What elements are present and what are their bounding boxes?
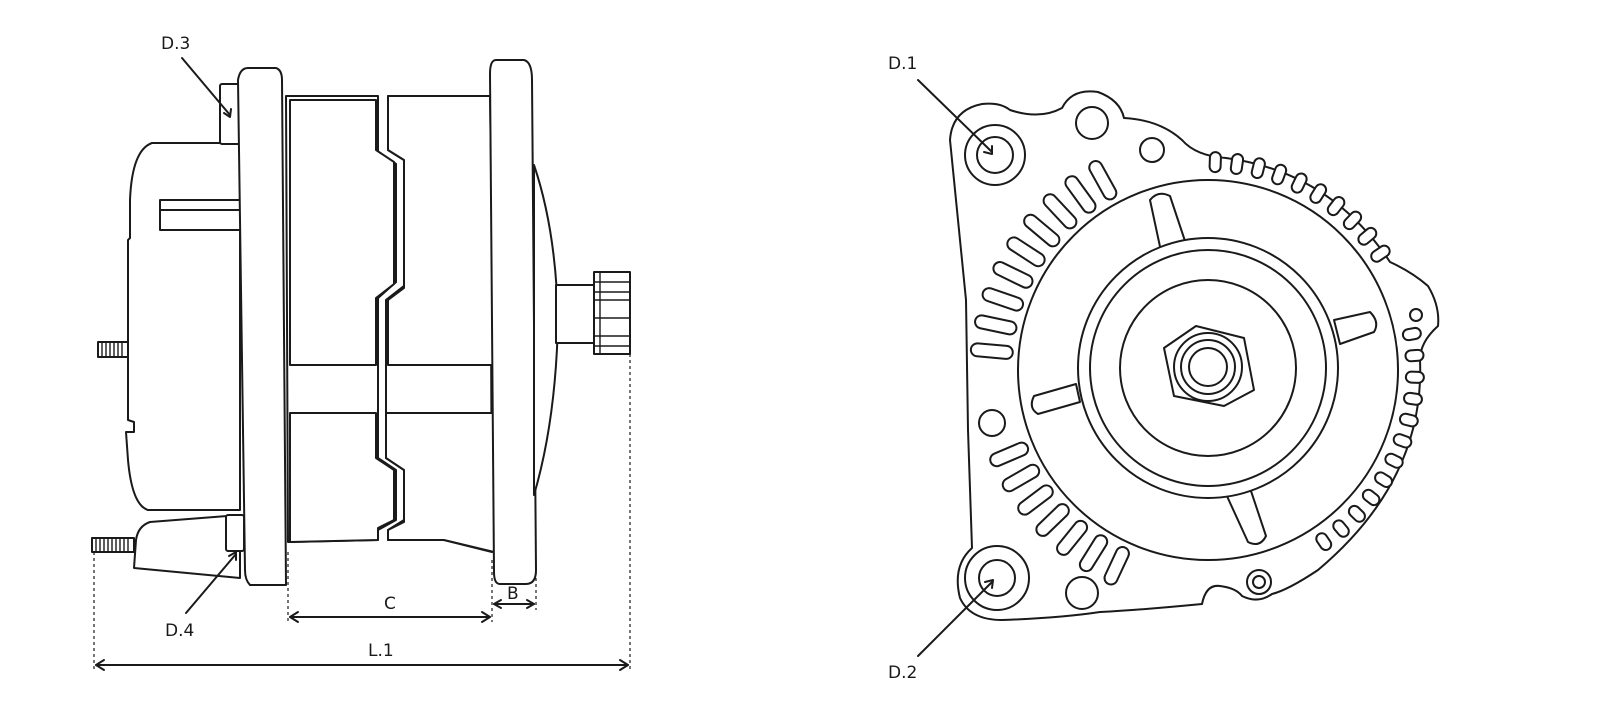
center-web-right — [387, 95, 495, 366]
vent-slot — [992, 261, 1034, 289]
vent-slot — [1404, 348, 1425, 363]
vent-slot — [1384, 452, 1404, 469]
vent-slot — [1017, 484, 1054, 516]
vent-slot — [1056, 519, 1089, 556]
vent-slot — [981, 287, 1025, 312]
front-dome — [533, 164, 559, 496]
label-l1: L.1 — [368, 641, 394, 661]
vent-slot — [1357, 226, 1378, 246]
vent-slot — [1290, 172, 1308, 194]
rear-cover-slot — [159, 199, 240, 231]
vent-slot — [1064, 175, 1097, 214]
fan-spoke-left — [1030, 383, 1081, 415]
vent-slot — [1326, 196, 1346, 217]
center-web-bottom-left — [289, 412, 395, 543]
label-c: C — [384, 594, 396, 614]
lower-ear — [225, 514, 245, 552]
lower-stud — [91, 537, 135, 553]
side-view: D.3 D.4 C B L.1 — [91, 34, 631, 672]
fan-spoke-right — [1333, 311, 1378, 345]
vent-slot — [1088, 160, 1118, 201]
shaft — [555, 284, 597, 344]
label-d3: D.3 — [161, 34, 190, 54]
vent-slot — [1315, 532, 1333, 552]
vent-slot — [1250, 157, 1266, 180]
dimension-lines — [93, 57, 631, 672]
rear-stud — [97, 341, 129, 358]
label-d1: D.1 — [888, 54, 917, 74]
top-boss-hole — [1075, 106, 1109, 140]
vent-slot — [1392, 433, 1413, 449]
vent-slot — [1001, 463, 1041, 493]
vent-slot — [1347, 504, 1366, 523]
vent-slot — [1404, 370, 1425, 384]
side-hole — [978, 409, 1006, 437]
rear-cover — [125, 142, 241, 511]
rear-frame-flange — [237, 67, 287, 586]
vent-slot — [1229, 153, 1245, 175]
vent-slot — [1342, 210, 1363, 231]
vent-slot — [1401, 326, 1422, 342]
front-view: D.1 D.2 — [888, 54, 1440, 683]
vent-slot — [1370, 244, 1391, 263]
fan-spoke-bottom — [1225, 487, 1267, 545]
center-web-top — [289, 99, 395, 366]
small-hole-top — [1139, 137, 1165, 163]
bottom-ear-hole — [1252, 575, 1266, 589]
vent-slot — [974, 314, 1018, 336]
right-ear-hole — [1409, 308, 1423, 322]
vent-slot — [1332, 519, 1350, 538]
bottom-boss-hole — [1065, 576, 1099, 610]
vent-slot — [969, 342, 1014, 360]
vent-slot — [1208, 151, 1222, 174]
vent-slot — [1374, 471, 1394, 489]
label-b: B — [507, 584, 519, 604]
label-d2: D.2 — [888, 663, 917, 683]
vent-slot — [1309, 183, 1328, 204]
vent-slot — [1398, 412, 1419, 428]
center-web-bottom-right — [385, 412, 495, 553]
vent-slot — [1403, 391, 1423, 406]
vent-slot — [989, 441, 1030, 468]
vent-slot — [1035, 503, 1070, 537]
shaft-outer — [1173, 332, 1243, 402]
vent-slots — [969, 151, 1425, 586]
label-d4: D.4 — [165, 621, 194, 641]
lower-mount-boss — [133, 514, 241, 579]
vent-slot — [1006, 236, 1046, 268]
vent-slot — [1361, 488, 1381, 507]
vent-slot — [1023, 213, 1061, 248]
vent-slot — [1078, 534, 1109, 573]
front-frame-flange — [489, 59, 537, 585]
vent-slot — [1042, 193, 1078, 230]
vent-slot — [1103, 546, 1130, 586]
pulley — [593, 271, 631, 355]
vent-slot — [1271, 163, 1288, 186]
